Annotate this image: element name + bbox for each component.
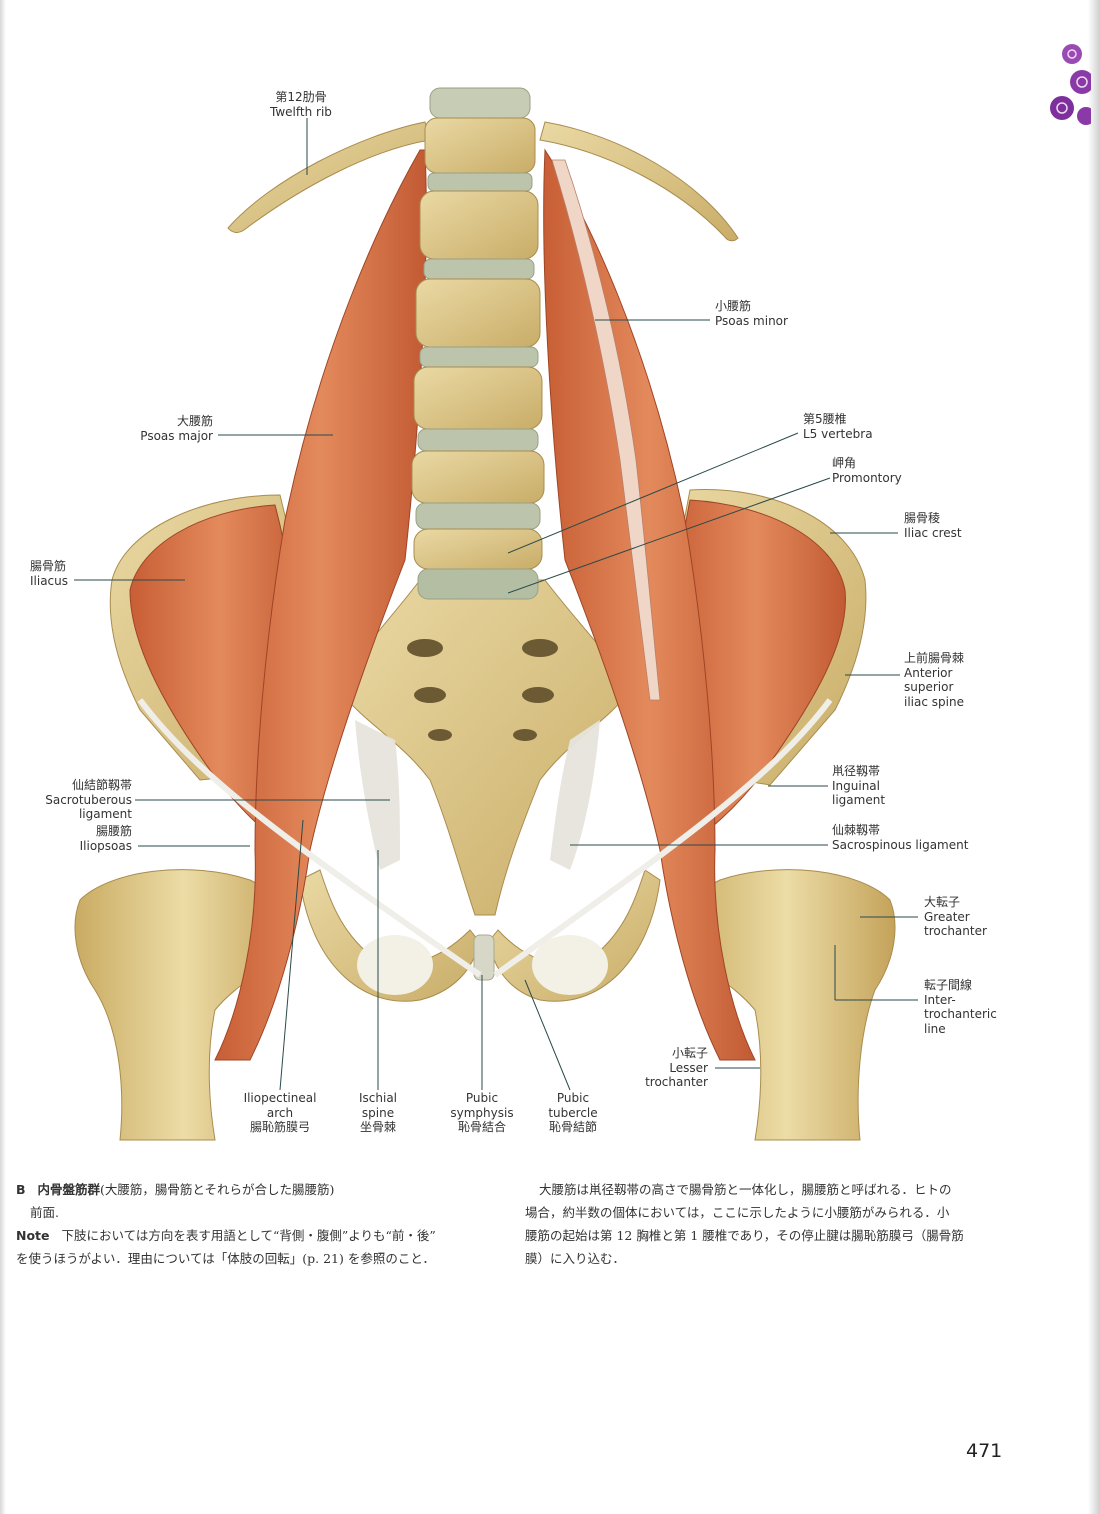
- femur-left: [74, 869, 294, 1141]
- pubic-symphysis-disc: [473, 934, 495, 981]
- page-edge-right: [1088, 0, 1100, 1514]
- paragraph-line-4: 膜）に入り込む．: [525, 1251, 626, 1266]
- pelvis-illustration: [74, 87, 918, 1141]
- figure-caption: B 内骨盤筋群(大腰筋，腸骨筋とそれらが合した腸腰筋) 前面. Note 下肢に…: [16, 1178, 506, 1270]
- psoas-minor: [551, 159, 661, 701]
- note-text-1: 下肢においては方向を表す用語として“背側・腹側”よりも“前・後”: [61, 1228, 436, 1243]
- femur-right: [676, 869, 896, 1141]
- caption-subtitle: 前面.: [30, 1205, 59, 1220]
- inguinal-ligament-left: [137, 698, 482, 978]
- caption-title-line: B 内骨盤筋群(大腰筋，腸骨筋とそれらが合した腸腰筋): [16, 1178, 506, 1201]
- note-text-2: を使うほうがよい．理由については「体肢の回転」(p. 21) を参照のこと．: [16, 1251, 435, 1266]
- twelfth-rib-left: [227, 121, 431, 233]
- page-edge-left: [0, 0, 6, 1514]
- lumbar-spine: [411, 87, 545, 600]
- note-label: Note: [16, 1228, 50, 1243]
- sacrotuberous-ligament: [355, 720, 400, 870]
- inguinal-ligament-right: [493, 698, 833, 978]
- tab-dot-2: [1070, 70, 1091, 94]
- section-tab-marker: [1050, 44, 1091, 125]
- caption-title: 内骨盤筋群: [37, 1182, 100, 1197]
- psoas-major-left: [214, 149, 427, 1061]
- caption-note-line: Note 下肢においては方向を表す用語として“背側・腹側”よりも“前・後”: [16, 1224, 506, 1247]
- paragraph-line-2: 場合，約半数の個体においては，ここに示したように小腰筋がみられる．小: [525, 1205, 950, 1220]
- leader-lines: [74, 118, 918, 1091]
- sacrospinous-ligament: [550, 720, 600, 870]
- body-paragraph: 大腰筋は鼡径靱帯の高さで腸骨筋と一体化し，腸腰筋と呼ばれる．ヒトの 場合，約半数…: [525, 1178, 1005, 1270]
- paragraph-line-1: 大腰筋は鼡径靱帯の高さで腸骨筋と一体化し，腸腰筋と呼ばれる．ヒトの: [539, 1182, 952, 1197]
- caption-title-paren: (大腰筋，腸骨筋とそれらが合した腸腰筋): [99, 1182, 335, 1197]
- page-number: 471: [966, 1440, 1003, 1462]
- caption-letter: B: [16, 1182, 26, 1197]
- tab-dot-3: [1050, 96, 1074, 120]
- paragraph-line-3: 腰筋の起始は第 12 胸椎と第 1 腰椎であり，その停止腱は腸恥筋膜弓（腸骨筋: [525, 1228, 964, 1243]
- twelfth-rib-right: [539, 121, 739, 242]
- tab-dot-1: [1062, 44, 1082, 64]
- tab-dot-4: [1077, 107, 1091, 125]
